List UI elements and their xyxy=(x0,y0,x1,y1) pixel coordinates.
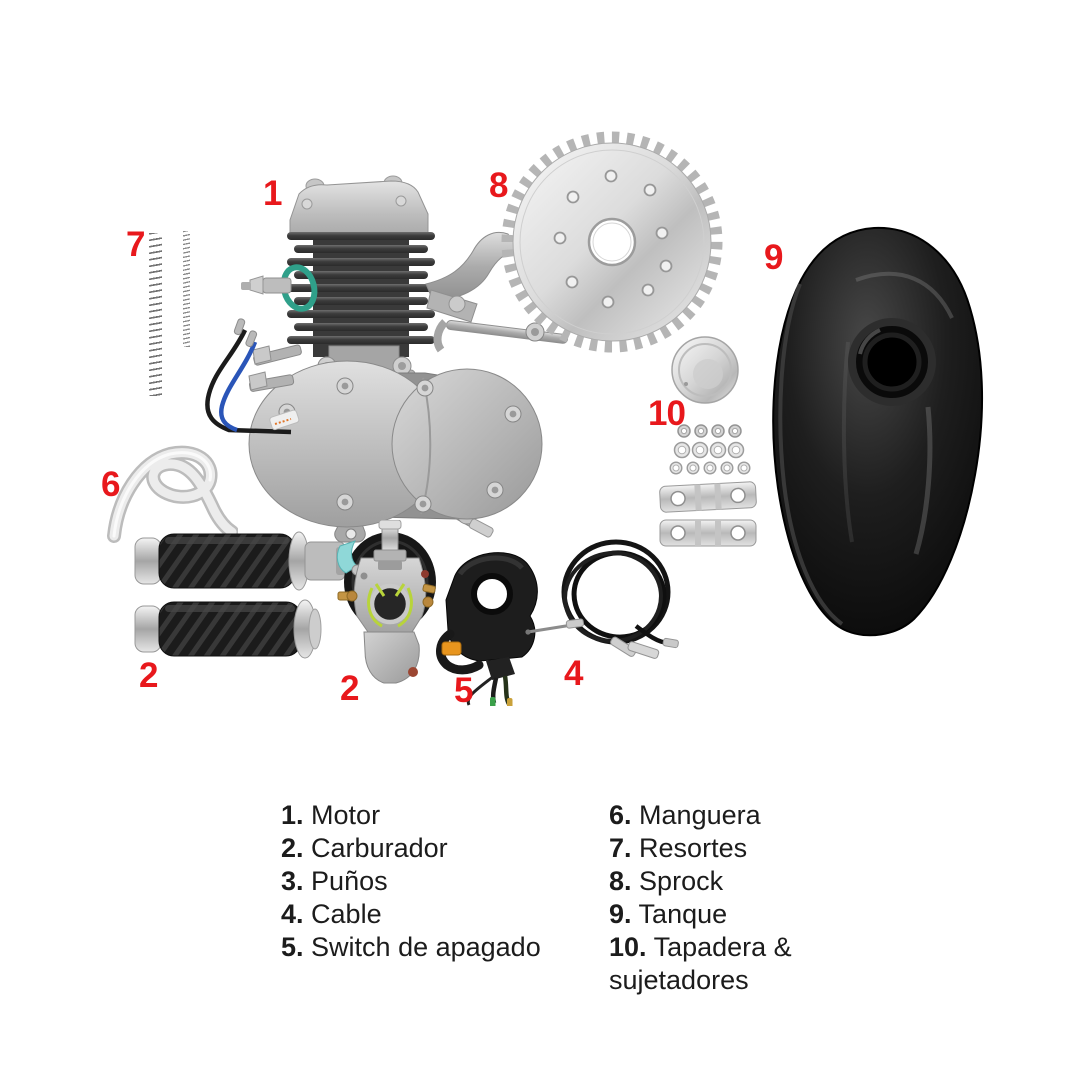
fuel-hose-icon xyxy=(107,445,238,543)
legend-label: Cable xyxy=(311,899,382,929)
legend-item-sprock: 8. Sprock xyxy=(609,865,844,898)
kill-switch-icon xyxy=(436,552,538,706)
callout-number-grips: 2 xyxy=(139,656,158,695)
legend-num: 5. xyxy=(281,932,304,962)
legend-item-switch: 5. Switch de apagado xyxy=(281,931,601,964)
legend-label: Motor xyxy=(311,800,381,830)
motor-engine-icon xyxy=(205,175,569,543)
legend-label: Manguera xyxy=(639,800,761,830)
legend-item-tanque: 9. Tanque xyxy=(609,898,844,931)
legend-num: 2. xyxy=(281,833,304,863)
legend-label: Carburador xyxy=(311,833,448,863)
callout-number-motor: 1 xyxy=(263,174,282,213)
legend-item-cable: 4. Cable xyxy=(281,898,601,931)
legend-num: 7. xyxy=(609,833,632,863)
legend-label: Resortes xyxy=(639,833,748,863)
callout-number-carburetor: 2 xyxy=(340,669,359,708)
legend-label: Sprock xyxy=(639,866,724,896)
legend-item-punos: 3. Puños xyxy=(281,865,601,898)
legend-item-tapadera: 10. Tapadera & sujetadores xyxy=(609,931,844,997)
legend-column-left: 1. Motor 2. Carburador 3. Puños 4. Cable… xyxy=(281,799,601,964)
legend-num: 4. xyxy=(281,899,304,929)
spring-small-icon xyxy=(183,231,190,347)
fuel-tank-icon xyxy=(772,226,984,637)
legend-num: 1. xyxy=(281,800,304,830)
callout-number-tank: 9 xyxy=(764,238,783,277)
carburetor-icon xyxy=(336,520,436,684)
legend-item-carburador: 2. Carburador xyxy=(281,832,601,865)
legend-item-motor: 1. Motor xyxy=(281,799,601,832)
callout-number-springs: 7 xyxy=(126,225,145,264)
legend-label: Tapadera & sujetadores xyxy=(609,932,792,995)
legend-num: 6. xyxy=(609,800,632,830)
legend-item-manguera: 6. Manguera xyxy=(609,799,844,832)
callout-number-sprocket: 8 xyxy=(489,166,508,205)
legend-label: Puños xyxy=(311,866,388,896)
legend-item-resortes: 7. Resortes xyxy=(609,832,844,865)
callout-number-hardware: 10 xyxy=(648,394,686,433)
callout-number-hose: 6 xyxy=(101,465,120,504)
spring-large-icon xyxy=(149,233,162,396)
legend-num: 3. xyxy=(281,866,304,896)
legend-num: 8. xyxy=(609,866,632,896)
callout-number-switch: 5 xyxy=(454,671,473,710)
throttle-cable-icon xyxy=(525,539,679,659)
legend-num: 10. xyxy=(609,932,647,962)
callout-number-cable: 4 xyxy=(564,654,583,693)
legend-column-right: 6. Manguera 7. Resortes 8. Sprock 9. Tan… xyxy=(609,799,844,997)
legend-num: 9. xyxy=(609,899,632,929)
legend-label: Tanque xyxy=(638,899,728,929)
cap-and-fasteners-icon xyxy=(659,336,757,547)
handle-grips-icon xyxy=(134,531,346,659)
sprocket-icon xyxy=(501,131,723,353)
legend-label: Switch de apagado xyxy=(311,932,541,962)
